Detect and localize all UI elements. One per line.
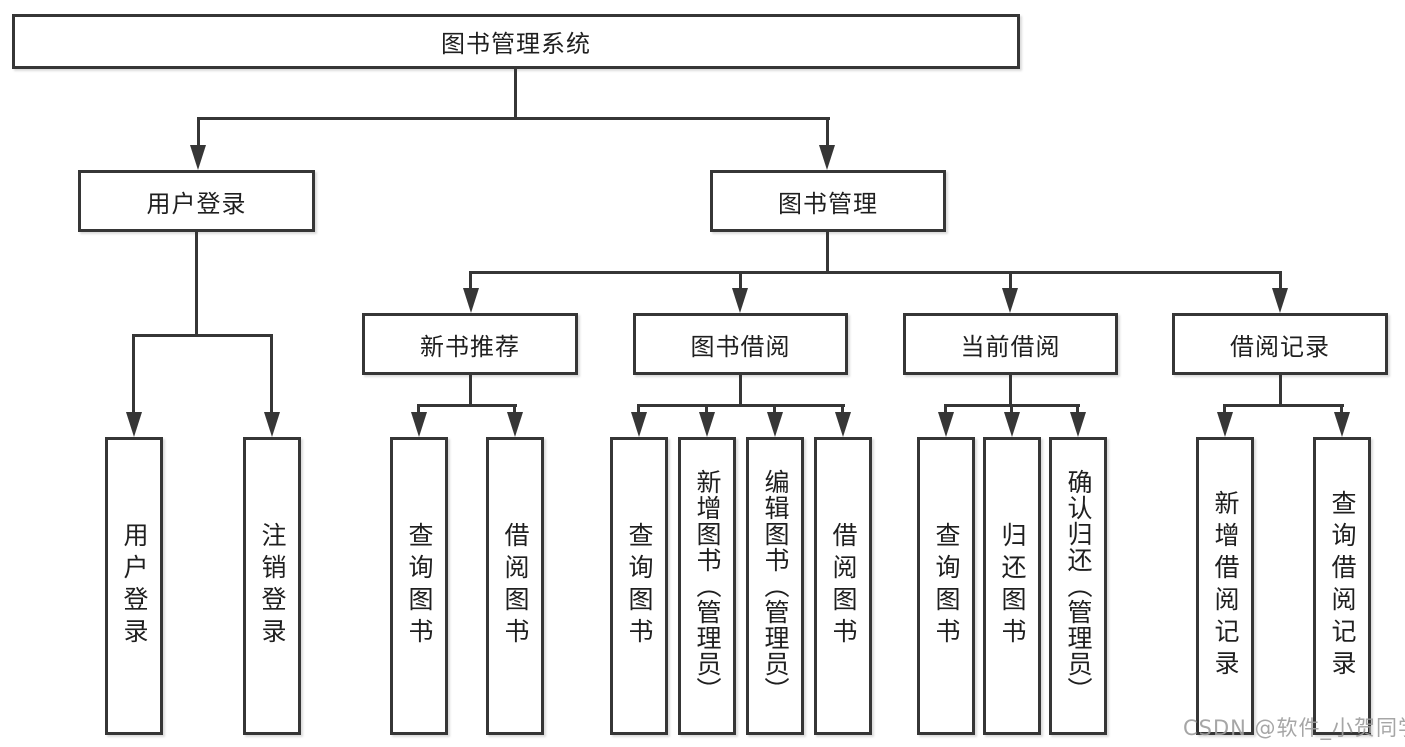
node-box-book-borrow: 图书借阅 (633, 313, 848, 375)
root-box-library-system: 图书管理系统 (12, 14, 1020, 69)
connector-line (1340, 404, 1343, 415)
arrow-down-icon (732, 288, 748, 313)
connector-line (637, 404, 640, 415)
connector-line (1009, 271, 1012, 290)
leaf-label: 归还图书 (998, 522, 1027, 650)
connector-line (417, 404, 517, 407)
arrow-down-icon (1002, 288, 1018, 313)
connector-line (469, 271, 472, 290)
connector-line (197, 117, 830, 120)
leaf-label: 查询图书 (932, 522, 961, 650)
leaf-label: 查询图书 (625, 522, 654, 650)
connector-line (826, 117, 829, 147)
node-label: 用户登录 (146, 189, 247, 218)
connector-line (197, 117, 200, 147)
leaf-label: 查询借阅记录 (1328, 490, 1357, 682)
leaf-label: 用户登录 (120, 522, 149, 650)
leaf-box-logout: 注销登录 (243, 437, 301, 735)
arrow-down-icon (1334, 412, 1350, 437)
csdn-watermark: CSDN @软件_小贺同学 (1183, 716, 1405, 740)
arrow-down-icon (190, 145, 206, 170)
arrow-down-icon (1272, 288, 1288, 313)
connector-line (469, 373, 472, 407)
connector-line (469, 271, 1282, 274)
leaf-box-user-login: 用户登录 (105, 437, 163, 735)
leaf-box-add-books-admin: 新增图书（管理员） (678, 437, 736, 735)
leaf-box-borrow-books-2: 借阅图书 (814, 437, 872, 735)
connector-line (132, 334, 273, 337)
arrow-down-icon (1070, 412, 1086, 437)
connector-line (195, 230, 198, 336)
arrow-down-icon (1217, 412, 1233, 437)
connector-line (514, 66, 517, 119)
connector-line (1223, 404, 1344, 407)
node-box-borrow-records: 借阅记录 (1172, 313, 1388, 375)
leaf-box-query-books-3: 查询图书 (917, 437, 975, 735)
connector-line (513, 404, 516, 415)
connector-line (1279, 271, 1282, 290)
leaf-label: 新增借阅记录 (1211, 490, 1240, 682)
connector-line (705, 404, 708, 415)
connector-line (944, 404, 947, 415)
leaf-label: 借阅图书 (501, 522, 530, 650)
arrow-down-icon (767, 412, 783, 437)
connector-line (132, 334, 135, 414)
arrow-down-icon (126, 412, 142, 437)
node-label: 新书推荐 (420, 332, 520, 361)
node-label: 借阅记录 (1230, 332, 1330, 361)
connector-line (739, 271, 742, 290)
node-box-user-login: 用户登录 (78, 170, 315, 232)
connector-line (1279, 373, 1282, 407)
leaf-box-borrow-books-1: 借阅图书 (486, 437, 544, 735)
leaf-box-confirm-return-admin: 确认归还（管理员） (1049, 437, 1107, 735)
leaf-label: 注销登录 (258, 522, 287, 650)
connector-line (637, 404, 845, 407)
connector-line (1009, 373, 1012, 407)
leaf-box-return-books: 归还图书 (983, 437, 1041, 735)
connector-line (841, 404, 844, 415)
leaf-box-query-books-1: 查询图书 (390, 437, 448, 735)
arrow-down-icon (507, 412, 523, 437)
connector-line (1010, 404, 1013, 415)
connector-line (826, 230, 829, 273)
leaf-label: 编辑图书（管理员） (761, 469, 790, 703)
node-label: 图书管理 (778, 189, 878, 218)
leaf-label: 查询图书 (405, 522, 434, 650)
leaf-label: 新增图书（管理员） (693, 469, 722, 703)
arrow-down-icon (938, 412, 954, 437)
arrow-down-icon (699, 412, 715, 437)
connector-line (773, 404, 776, 415)
node-box-book-management: 图书管理 (710, 170, 946, 232)
arrow-down-icon (411, 412, 427, 437)
leaf-box-query-borrow-record: 查询借阅记录 (1313, 437, 1371, 735)
connector-line (1223, 404, 1226, 415)
node-box-current-borrow: 当前借阅 (903, 313, 1118, 375)
arrow-down-icon (264, 412, 280, 437)
connector-line (739, 373, 742, 407)
arrow-down-icon (463, 288, 479, 313)
arrow-down-icon (819, 145, 835, 170)
leaf-label: 借阅图书 (829, 522, 858, 650)
connector-line (417, 404, 420, 415)
root-label: 图书管理系统 (441, 30, 591, 58)
node-box-new-book-recommend: 新书推荐 (362, 313, 578, 375)
arrow-down-icon (835, 412, 851, 437)
arrow-down-icon (1004, 412, 1020, 437)
arrow-down-icon (631, 412, 647, 437)
connector-line (270, 334, 273, 414)
leaf-box-add-borrow-record: 新增借阅记录 (1196, 437, 1254, 735)
leaf-box-query-books-2: 查询图书 (610, 437, 668, 735)
connector-line (1076, 404, 1079, 415)
node-label: 当前借阅 (960, 332, 1061, 361)
leaf-box-edit-books-admin: 编辑图书（管理员） (746, 437, 804, 735)
node-label: 图书借阅 (690, 332, 791, 361)
leaf-label: 确认归还（管理员） (1064, 469, 1093, 703)
